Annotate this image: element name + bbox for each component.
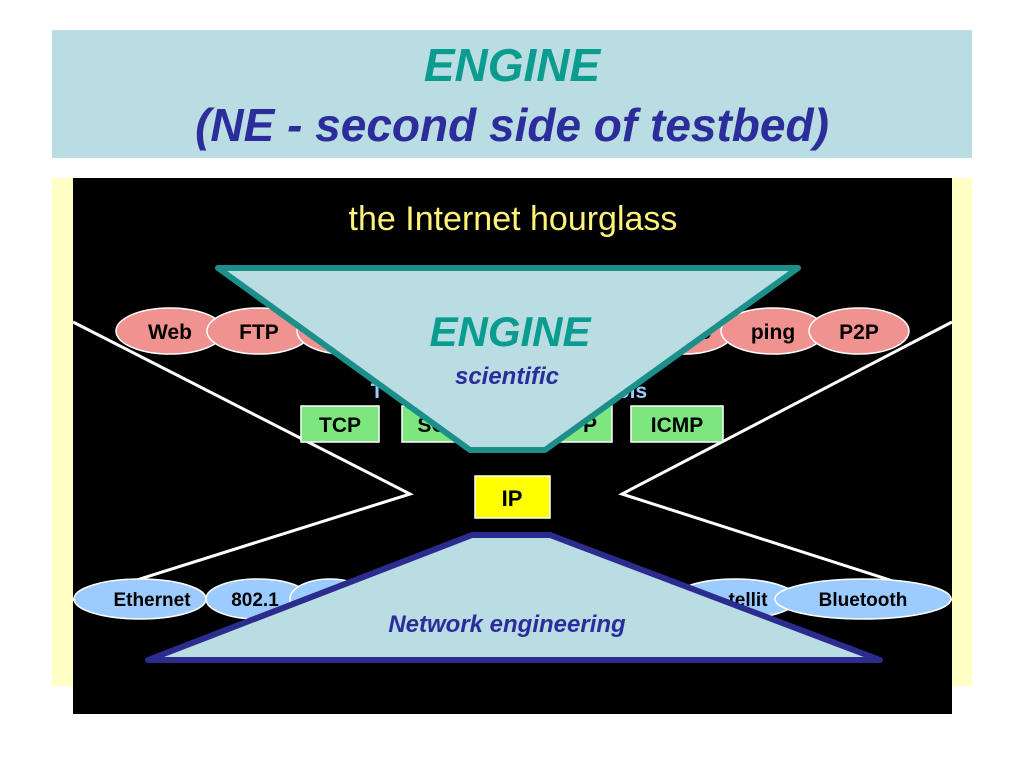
network-label-ip: IP: [502, 486, 523, 511]
transport-label-tcp: TCP: [319, 414, 361, 437]
hourglass-heading: the Internet hourglass: [349, 200, 678, 238]
app-oval-p2p: P2P: [808, 307, 910, 355]
engine-overlay: ENGINE scientific: [215, 265, 801, 453]
network-box-ip: IP: [474, 475, 551, 519]
transport-box-tcp: TCP: [300, 405, 380, 443]
app-label-p2p: P2P: [839, 321, 879, 344]
hourglass-left-outline: [72, 320, 414, 602]
engine-overlay-subtitle: scientific: [455, 363, 559, 390]
app-oval-ping: ping: [720, 307, 826, 355]
slide-subtitle: (NE - second side of testbed): [195, 99, 829, 151]
slide-title: ENGINE: [423, 39, 601, 91]
link-oval-bluetooth: Bluetooth: [774, 578, 952, 620]
title-bar: [52, 30, 972, 158]
link-label-bluetooth: Bluetooth: [819, 590, 908, 611]
app-label-ping: ping: [751, 321, 795, 344]
link-label-80211: 802.1: [231, 590, 279, 611]
link-label-ethernet: Ethernet: [113, 590, 191, 611]
network-engineering-overlay: Network engineering: [145, 532, 883, 663]
app-label-web: Web: [148, 321, 192, 344]
hourglass-right-outline: [618, 320, 953, 602]
transport-box-icmp: ICMP: [630, 405, 724, 443]
engine-overlay-title: ENGINE: [429, 308, 592, 355]
link-oval-ethernet: Ethernet: [73, 578, 207, 620]
network-engineering-label: Network engineering: [388, 611, 626, 638]
app-label-ftp: FTP: [239, 321, 279, 344]
transport-label-icmp: ICMP: [651, 414, 704, 437]
